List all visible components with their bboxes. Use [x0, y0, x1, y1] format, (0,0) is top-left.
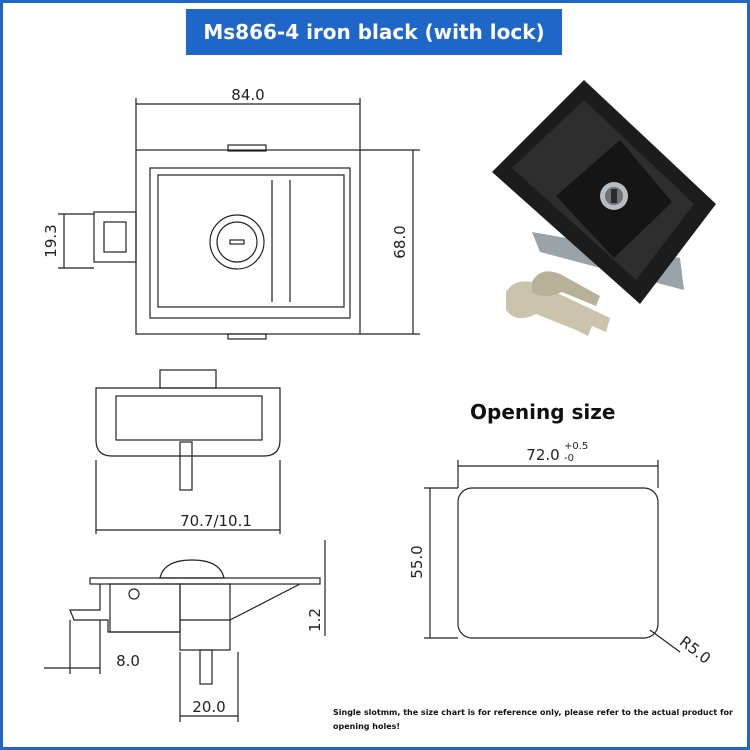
front-inner-frame	[149, 167, 351, 319]
opening-height-label: 55.0	[408, 545, 426, 578]
front-dimensions	[58, 98, 420, 335]
front-outer-frame	[135, 149, 361, 335]
front-handle-plate	[157, 174, 345, 308]
dim-8-label: 8.0	[116, 652, 140, 670]
opening-width-label: 72.0	[526, 446, 559, 464]
side-shaft	[179, 441, 193, 491]
front-side-latch	[93, 211, 137, 263]
dim-20-label: 20.0	[192, 698, 225, 716]
opening-size-heading: Opening size	[470, 400, 616, 424]
bottom-flange	[89, 577, 321, 585]
product-photo	[492, 80, 716, 336]
reference-note: Single slotmm, the size chart is for ref…	[333, 708, 733, 731]
bottom-bracket	[229, 583, 301, 621]
bottom-lock-dome	[159, 559, 225, 579]
title-banner: Ms866-4 iron black (with lock)	[186, 9, 562, 55]
front-top-tab	[227, 144, 267, 152]
radius-leader	[649, 629, 681, 653]
tolerance-lower: -0	[564, 453, 574, 464]
dim-1-2-label: 1.2	[306, 608, 324, 632]
lock-cylinder-inner	[216, 221, 258, 263]
dim-68-label: 68.0	[391, 225, 409, 258]
bottom-view	[44, 540, 326, 722]
lock-cylinder-outer	[209, 214, 265, 270]
bottom-body	[109, 583, 181, 633]
radius-label: R5.0	[676, 632, 714, 667]
front-side-latch-inner	[103, 221, 127, 253]
dim-84-label: 84.0	[231, 86, 264, 104]
key-icon	[506, 281, 610, 336]
side-dim-label: 70.7/10.1	[180, 512, 252, 530]
opening-diagram	[424, 460, 681, 653]
side-inner	[115, 395, 263, 441]
side-lock-head	[159, 369, 217, 389]
dim-19-label: 19.3	[42, 224, 60, 257]
key-icon-2	[532, 271, 600, 306]
front-view	[93, 144, 361, 340]
bottom-hole	[128, 588, 140, 600]
bottom-shaft	[199, 649, 213, 685]
keyhole-slot-icon	[611, 189, 617, 203]
opening-cutout	[457, 487, 659, 639]
bottom-latch	[69, 584, 180, 633]
front-bottom-tab	[227, 333, 267, 340]
tolerance-upper: +0.5	[564, 441, 588, 452]
keyhole-icon	[229, 239, 245, 245]
side-view	[95, 369, 281, 534]
bottom-cylinder	[179, 583, 231, 651]
side-body	[95, 387, 281, 457]
